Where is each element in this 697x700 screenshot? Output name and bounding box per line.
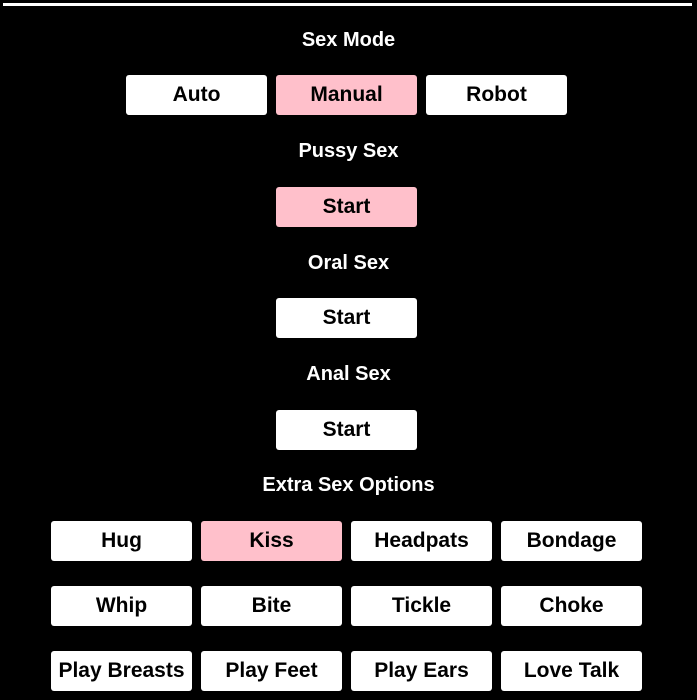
top-divider [3,3,692,6]
anal-sex-heading: Anal Sex [306,363,391,385]
pussy-sex-start-button[interactable]: Start [276,187,417,227]
extra-option-bondage-button[interactable]: Bondage [501,521,642,561]
extra-option-play-feet-button[interactable]: Play Feet [201,651,342,691]
mode-robot-button[interactable]: Robot [426,75,567,115]
mode-manual-button[interactable]: Manual [276,75,417,115]
extra-option-whip-button[interactable]: Whip [51,586,192,626]
extra-options-heading: Extra Sex Options [262,474,435,496]
extra-option-headpats-button[interactable]: Headpats [351,521,492,561]
extra-option-tickle-button[interactable]: Tickle [351,586,492,626]
extra-option-choke-button[interactable]: Choke [501,586,642,626]
extra-option-bite-button[interactable]: Bite [201,586,342,626]
oral-sex-start-button[interactable]: Start [276,298,417,338]
mode-auto-button[interactable]: Auto [126,75,267,115]
extra-option-play-breasts-button[interactable]: Play Breasts [51,651,192,691]
extra-option-love-talk-button[interactable]: Love Talk [501,651,642,691]
oral-sex-heading: Oral Sex [307,252,390,274]
pussy-sex-heading: Pussy Sex [298,140,399,162]
sex-mode-heading: Sex Mode [301,29,396,51]
anal-sex-start-button[interactable]: Start [276,410,417,450]
extra-option-kiss-button[interactable]: Kiss [201,521,342,561]
extra-option-hug-button[interactable]: Hug [51,521,192,561]
extra-option-play-ears-button[interactable]: Play Ears [351,651,492,691]
